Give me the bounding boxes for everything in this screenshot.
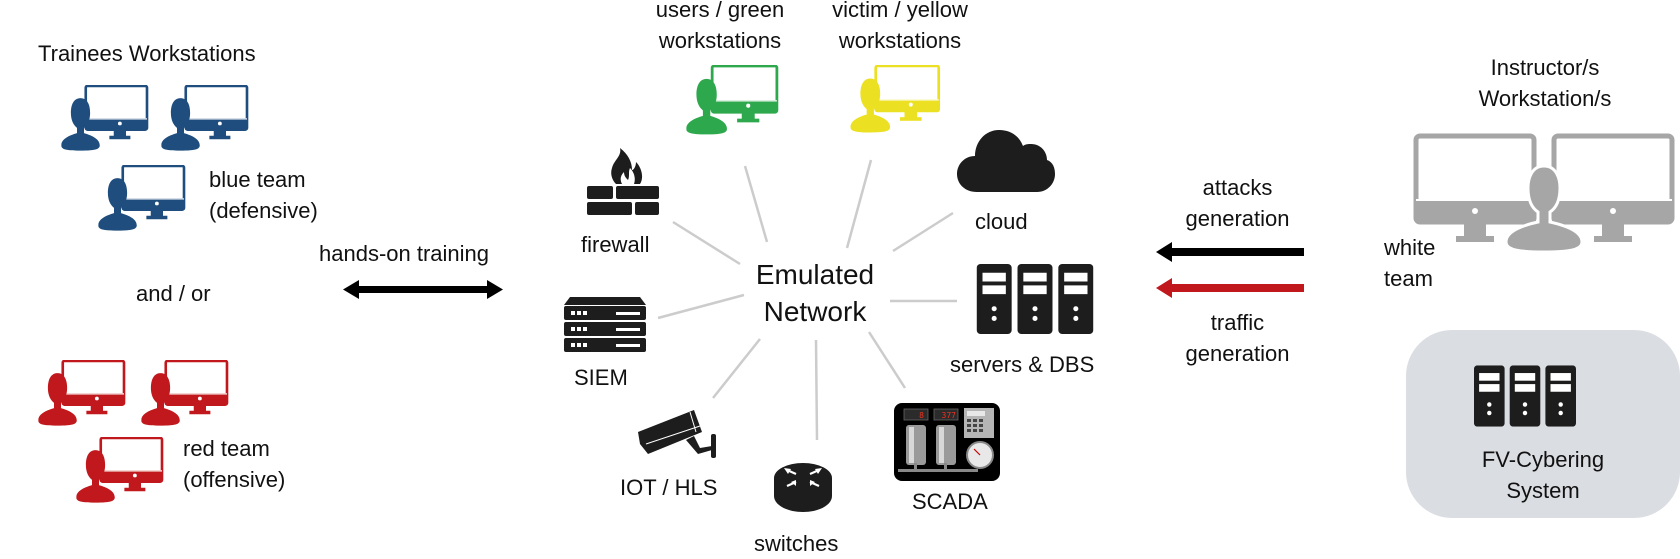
blue-team-line2: (defensive) [209, 198, 318, 223]
attacks-arrow-icon [1156, 242, 1304, 262]
green-line2: workstations [658, 28, 782, 53]
servers-label: servers & DBS [950, 352, 1095, 377]
blue-team-label: blue team (defensive) [209, 164, 318, 226]
double-arrow-icon [343, 280, 503, 299]
spoke-iot [712, 338, 761, 399]
red-team-line1: red team [183, 436, 270, 461]
emulated-network-title: Emulated Network [720, 256, 910, 330]
emulated-network-line1: Emulated [755, 259, 875, 290]
blue-team-workstation-icon [55, 85, 155, 155]
traffic-line2: generation [1185, 341, 1290, 366]
security-camera-icon [638, 410, 716, 458]
spoke-scada [867, 331, 907, 389]
cloud-icon [957, 130, 1055, 192]
red-team-workstation-icon [70, 437, 170, 507]
siem-appliance-icon [564, 297, 646, 352]
scada-readout-1: 8 [919, 411, 924, 420]
instructor-line2: Workstation/s [1478, 86, 1612, 111]
green-workstations-label: users / green workstations [630, 0, 810, 56]
scada-label: SCADA [912, 489, 988, 514]
scada-panel-icon: 8 377 [894, 403, 1000, 481]
and-or-label: and / or [136, 281, 211, 306]
emulated-network-line2: Network [763, 296, 867, 327]
yellow-workstations-label: victim / yellow workstations [810, 0, 990, 56]
attacks-line2: generation [1185, 206, 1290, 231]
green-workstation-icon [680, 65, 785, 139]
blue-team-workstation-icon [92, 165, 192, 235]
red-team-label: red team (offensive) [183, 433, 285, 495]
switches-label: switches [754, 531, 839, 556]
fv-cybering-line2: System [1506, 478, 1580, 503]
spoke-green [743, 165, 769, 243]
firewall-label: firewall [581, 232, 650, 257]
traffic-generation-label: traffic generation [1150, 307, 1325, 369]
spoke-siem [657, 293, 745, 320]
green-line1: users / green [655, 0, 785, 22]
siem-label: SIEM [574, 365, 628, 390]
spoke-cloud [892, 211, 954, 253]
servers-icon [976, 264, 1094, 334]
router-switch-icon [774, 463, 832, 512]
attacks-line1: attacks [1202, 175, 1273, 200]
traffic-arrow-icon [1156, 278, 1304, 298]
instructor-workstation-icon [1413, 133, 1675, 254]
blue-team-line1: blue team [209, 167, 306, 192]
instructor-title: Instructor/s Workstation/s [1445, 52, 1645, 114]
iot-hls-label: IOT / HLS [620, 475, 718, 500]
red-team-workstation-icon [32, 360, 132, 430]
hands-on-training-label: hands-on training [319, 241, 490, 266]
spoke-yellow [845, 159, 873, 249]
blue-team-workstation-icon [155, 85, 255, 155]
firewall-icon [587, 148, 659, 215]
fv-cybering-label: FV-Cybering System [1440, 444, 1646, 506]
white-team-line2: team [1384, 266, 1433, 291]
yellow-workstation-icon [843, 65, 948, 137]
white-team-label: white team [1384, 232, 1435, 294]
white-team-line1: white [1384, 235, 1436, 260]
yellow-line2: workstations [838, 28, 962, 53]
cloud-label: cloud [975, 209, 1028, 234]
fv-cybering-line1: FV-Cybering [1481, 447, 1605, 472]
spoke-switches [814, 339, 819, 441]
yellow-line1: victim / yellow [832, 0, 968, 22]
attacks-generation-label: attacks generation [1150, 172, 1325, 234]
red-team-workstation-icon [135, 360, 235, 430]
traffic-line1: traffic [1210, 310, 1265, 335]
spoke-firewall [672, 220, 741, 266]
red-team-line2: (offensive) [183, 467, 286, 492]
trainees-title: Trainees Workstations [38, 41, 256, 66]
fv-cybering-servers-icon [1474, 360, 1576, 432]
instructor-line1: Instructor/s [1490, 55, 1600, 80]
fv-cybering-system-box [1406, 330, 1680, 518]
scada-readout-2: 377 [942, 411, 957, 420]
